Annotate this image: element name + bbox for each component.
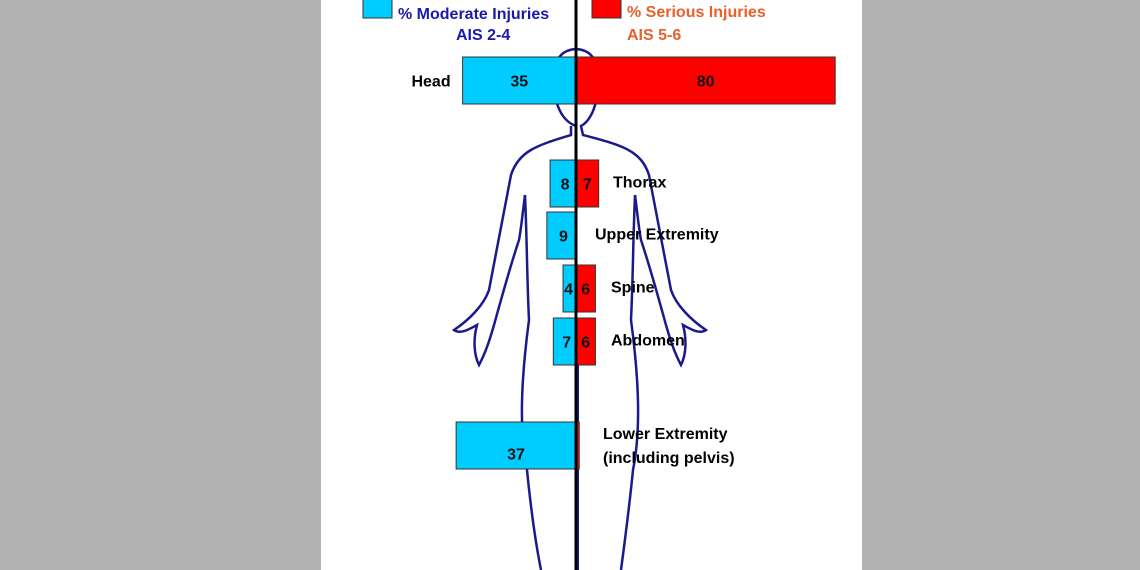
- value-label-moderate-thorax: 8: [561, 177, 570, 194]
- value-label-serious-abdomen: 6: [581, 335, 590, 352]
- legend-sub-serious: AIS 5-6: [627, 27, 681, 44]
- value-label-moderate-lower-extremity-including-pelvis: 37: [507, 447, 525, 464]
- category-label-spine: Spine: [611, 280, 655, 297]
- bar-moderate-head: [462, 56, 577, 105]
- chart-panel: % Moderate Injuries AIS 2-4 % Serious In…: [321, 0, 862, 570]
- category-label-head: Head: [411, 74, 450, 91]
- legend-label-serious: % Serious Injuries: [627, 4, 766, 21]
- value-label-serious-thorax: 7: [583, 177, 592, 194]
- category-label-thorax: Thorax: [613, 175, 666, 192]
- legend: % Moderate Injuries AIS 2-4 % Serious In…: [362, 0, 766, 44]
- category-label-lower-extremity-including-pelvis: (including pelvis): [603, 450, 735, 467]
- category-label-lower-extremity-including-pelvis: Lower Extremity: [603, 426, 728, 443]
- bar-moderate-upper-extremity: [546, 211, 577, 260]
- legend-swatch-serious: [591, 0, 622, 19]
- value-label-moderate-upper-extremity: 9: [559, 229, 568, 246]
- injury-chart: % Moderate Injuries AIS 2-4 % Serious In…: [362, 0, 836, 570]
- value-label-serious-head: 80: [697, 74, 715, 91]
- bar-serious-head: [575, 56, 836, 105]
- value-label-serious-spine: 6: [581, 282, 590, 299]
- category-label-upper-extremity: Upper Extremity: [595, 227, 719, 244]
- legend-label-moderate: % Moderate Injuries: [398, 6, 549, 23]
- value-label-moderate-head: 35: [510, 74, 528, 91]
- value-label-moderate-abdomen: 7: [562, 335, 571, 352]
- category-label-abdomen: Abdomen: [611, 333, 685, 350]
- value-label-moderate-spine: 4: [564, 282, 573, 299]
- legend-swatch-moderate: [362, 0, 393, 19]
- bar-moderate-thorax: [549, 159, 577, 208]
- legend-sub-moderate: AIS 2-4: [456, 27, 510, 44]
